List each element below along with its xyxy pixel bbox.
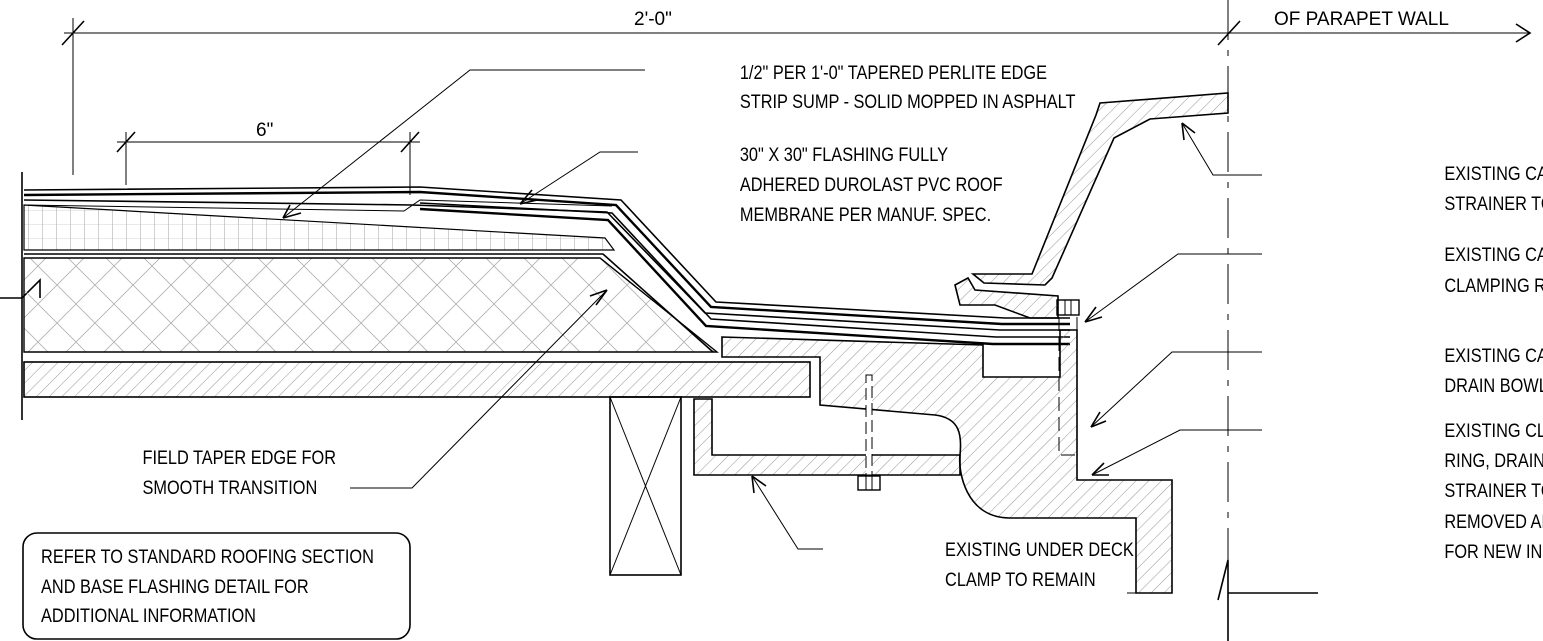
reference-note-box: [22, 532, 411, 640]
leaders: [282, 69, 1262, 550]
clamp-assembly-callout-line-2: RING, DRAIN BOWL AND: [1444, 450, 1543, 471]
drain-bowl-callout-line-2: DRAIN BOWL TO REMAIN: [1444, 375, 1543, 396]
break-line: [1217, 559, 1229, 641]
under-deck-clamp: [693, 398, 961, 476]
roof-assembly: [0, 172, 811, 576]
parapet-wall-label: OF PARAPET WALL: [1274, 9, 1449, 30]
clamp-assembly-callout-line-5: FOR NEW INSTALLATION.: [1444, 541, 1543, 562]
clamping-ring-callout-line-2: CLAMPING RING TO REMAIN: [1444, 275, 1543, 296]
overall-dimension-label: 2'-0": [634, 9, 672, 30]
edge-strip-dimension: [116, 131, 420, 195]
clamp-assembly-callout-line-4: REMOVED AND MODIFIED: [1444, 511, 1543, 532]
field-taper-callout-line-1: FIELD TAPER EDGE FOR: [143, 447, 337, 468]
edge-strip-dimension-label: 6": [256, 120, 273, 141]
field-taper-callout-line-2: SMOOTH TRANSITION: [143, 477, 318, 498]
clamping-ring: [954, 276, 1059, 319]
under-deck-clamp-callout-line-1: EXISTING UNDER DECK: [945, 539, 1134, 560]
bolts: [857, 299, 1080, 491]
flashing-callout-line-1: 30" X 30" FLASHING FULLY: [740, 144, 948, 165]
perlite-callout-line-1: 1/2" PER 1'-0" TAPERED PERLITE EDGE: [740, 62, 1047, 83]
strainer-callout-line-1: EXISTING CAST IRON: [1444, 163, 1543, 184]
membrane-layers: [23, 186, 1070, 353]
reference-note-line-1: REFER TO STANDARD ROOFING SECTION: [41, 546, 374, 567]
clamp-assembly-callout-line-1: EXISTING CLAMP, CLAMP: [1444, 420, 1543, 441]
strainer: [970, 92, 1229, 286]
perlite-callout-line-2: STRIP SUMP - SOLID MOPPED IN ASPHALT: [740, 91, 1076, 112]
reference-note-line-2: AND BASE FLASHING DETAIL FOR: [41, 576, 309, 597]
overall-dimension: [61, 18, 1532, 175]
clamp-assembly-callout-line-3: STRAINER TO BE: [1444, 480, 1543, 501]
clamping-ring-callout-line-1: EXISTING CAST IRON: [1444, 244, 1543, 265]
under-deck-clamp-callout-line-2: CLAMP TO REMAIN: [945, 569, 1096, 590]
drain-bowl-callout-line-1: EXISTING CAST IRON: [1444, 345, 1543, 366]
reference-note-line-3: ADDITIONAL INFORMATION: [41, 605, 256, 626]
strainer-callout-line-2: STRAINER TO REMAIN: [1444, 193, 1543, 214]
flashing-callout-line-2: ADHERED DUROLAST PVC ROOF: [740, 174, 1003, 195]
flashing-callout-line-3: MEMBRANE PER MANUF. SPEC.: [740, 204, 991, 225]
drain-bowl: [721, 329, 1173, 594]
